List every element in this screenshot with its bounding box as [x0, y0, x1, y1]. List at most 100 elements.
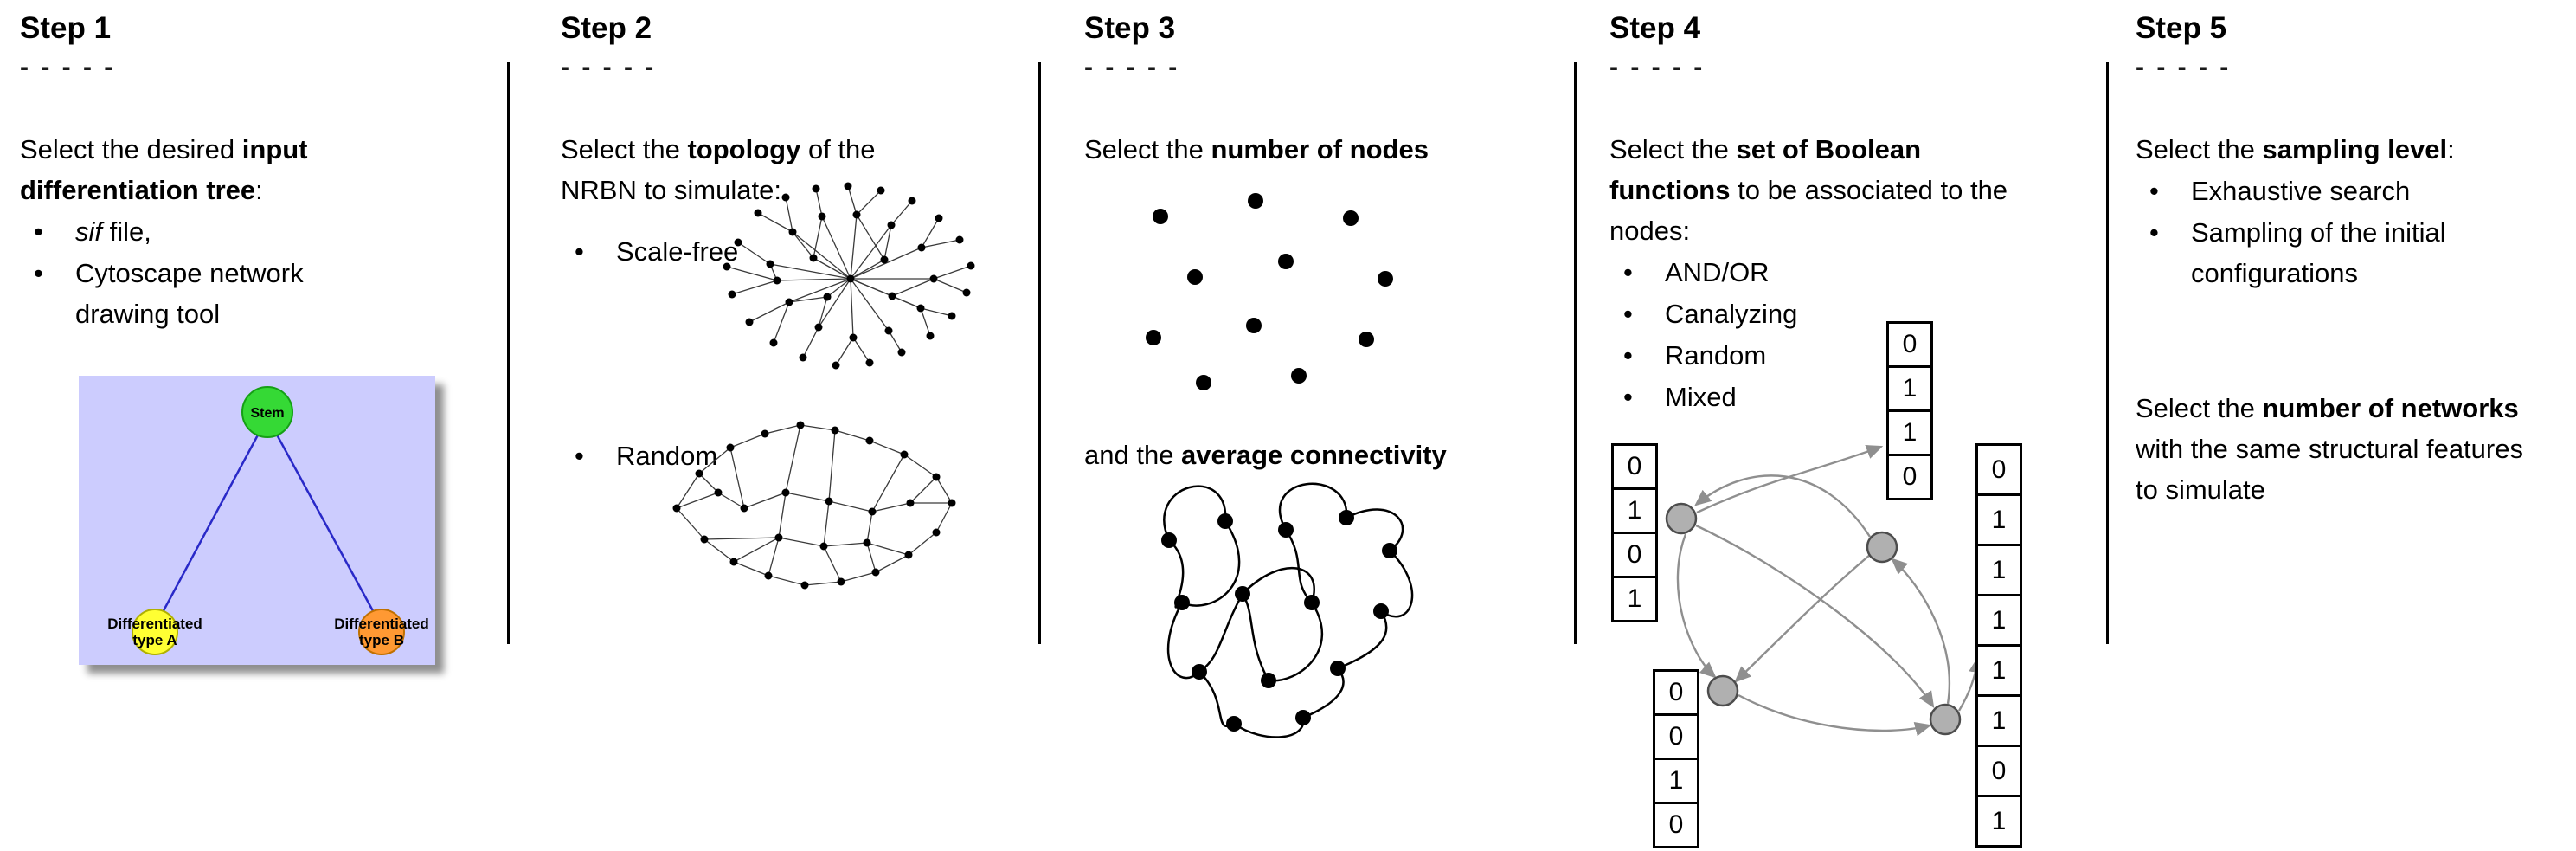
type-a-node [132, 609, 178, 655]
step-2-intro-bold: topology [687, 133, 801, 164]
edge-arrow [1891, 558, 1950, 705]
step-2-intro-post: of the NRBN to simulate: [561, 133, 876, 205]
step-1-bullet-sif-italic: sif [75, 216, 102, 247]
step-3-connectivity-bold: average connectivity [1181, 440, 1447, 470]
network-node [1706, 674, 1739, 707]
step-2-intro-pre: Select the [561, 133, 688, 164]
connectivity-network-graphic [1161, 482, 1414, 738]
step-4-bullet-and-or: AND/OR [1609, 252, 2090, 293]
step-5-intro-post: : [2447, 133, 2455, 164]
step-5-intro-pre: Select the [2136, 133, 2263, 164]
step-4-dashes: - - - - - [1609, 52, 1706, 81]
step-3-connectivity-text: and the average connectivity [1084, 435, 1447, 475]
edge-arrow [1695, 524, 1935, 709]
edge-arrow [1696, 445, 1884, 514]
type-a-label-line2: type A [132, 632, 177, 648]
step-4-intro-bold: set of Boolean functions [1609, 133, 1922, 205]
step-5-intro: Select the sampling level: [2136, 129, 2573, 170]
type-a-label-line1: Differentiated [107, 616, 202, 632]
step-2-bullet-scale-free-label: Scale-free [616, 236, 739, 267]
step-1-intro-post: : [255, 174, 263, 205]
step-2-bullet-scale-free: Scale-free [561, 231, 738, 272]
step-1-intro-pre: Select the desired [20, 133, 242, 164]
step-5-networks-text: Select the number of networks with the s… [2136, 388, 2529, 510]
edge-arrow [1738, 693, 1932, 737]
edge-arrow [1734, 554, 1871, 683]
nodes-dots-graphic [1146, 193, 1393, 390]
step-4-intro-post: to be associated to the nodes: [1609, 174, 2008, 246]
truth-table-cell: 0 [1886, 454, 1933, 500]
step-3-connectivity-pre: and the [1084, 440, 1182, 470]
step-2-bullet-random-label: Random [616, 441, 718, 471]
step-4-intro-pre: Select the [1609, 133, 1737, 164]
type-b-node [358, 609, 405, 655]
type-b-label-line1: Differentiated [334, 616, 429, 632]
step-4-bullet-and-or-label: AND/OR [1665, 256, 1770, 287]
step-2-intro: Select the topology of the NRBN to simul… [561, 129, 941, 210]
column-divider-2 [1038, 62, 1041, 644]
truth-table-cell: 1 [1975, 594, 2022, 647]
edge-arrow [1694, 474, 1872, 538]
step-1-bullet-cytoscape: Cytoscape network drawing tool [20, 253, 392, 334]
step-5-networks-pre: Select the [2136, 393, 2263, 423]
truth-table-cell: 0 [1611, 532, 1658, 578]
step-3-nodes-pre: Select the [1084, 133, 1211, 164]
truth-table-cell: 0 [1975, 745, 2022, 797]
step-1-column: Step 1 - - - - - Select the desired inpu… [20, 11, 487, 851]
step-4-bullet-canalyzing-label: Canalyzing [1665, 298, 1798, 329]
boolean-functions-network-graphic: 0 1 1 0 0 1 0 1 0 0 1 0 0 1 1 1 [1609, 303, 2090, 851]
step-5-bullet-exhaustive: Exhaustive search [2136, 171, 2573, 211]
step-4-intro: Select the set of Boolean functions to b… [1609, 129, 2020, 251]
step-1-bullet-sif-file: sif file, [20, 211, 392, 252]
truth-table-cell: 1 [1611, 487, 1658, 534]
truth-table-cell: 1 [1975, 544, 2022, 596]
network-node [1929, 703, 1962, 736]
truth-table-cell: 1 [1886, 365, 1933, 412]
step-2-dashes: - - - - - [561, 52, 657, 81]
truth-table-cell: 1 [1653, 758, 1699, 804]
network-node [1866, 531, 1898, 564]
step-2-title: Step 2 [561, 11, 652, 45]
step-4-bullet-mixed: Mixed [1609, 377, 2090, 417]
step-4-column: Step 4 - - - - - Select the set of Boole… [1609, 11, 2090, 851]
stem-label: Stem [250, 406, 284, 421]
step-5-title: Step 5 [2136, 11, 2227, 45]
step-5-networks-bold: number of networks [2262, 393, 2519, 423]
edge-arrow [1676, 533, 1717, 679]
step-2-bullet-random: Random [561, 435, 717, 476]
step-1-intro-bold: input differentiation tree [20, 133, 308, 205]
step-5-dashes: - - - - - [2136, 52, 2232, 81]
stem-node [241, 386, 293, 438]
truth-table-bottom: 0 0 1 0 [1653, 669, 1699, 848]
step-5-bullet-sampling-label: Sampling of the initial configurations [2191, 216, 2446, 288]
step-3-nodes-bold: number of nodes [1211, 133, 1429, 164]
truth-table-cell: 0 [1653, 802, 1699, 848]
step-2-column: Step 2 - - - - - Select the topology of … [561, 11, 1019, 851]
step-5-networks-post: with the same structural features to sim… [2136, 434, 2523, 505]
step-4-bullet-random: Random [1609, 335, 2090, 376]
step-1-bullet-sif-rest: file, [102, 216, 151, 247]
step-4-title: Step 4 [1609, 11, 1701, 45]
step-3-dashes: - - - - - [1084, 52, 1180, 81]
step-5-bullet-exhaustive-label: Exhaustive search [2191, 175, 2411, 206]
tree-edge-right [266, 416, 383, 628]
truth-table-cell: 0 [1886, 321, 1933, 368]
column-divider-3 [1574, 62, 1577, 644]
step-3-nodes-text: Select the number of nodes [1084, 129, 1556, 170]
truth-table-cell: 0 [1611, 443, 1658, 490]
truth-table-cell: 1 [1611, 576, 1658, 622]
type-b-label-line2: type B [359, 632, 404, 648]
step-5-intro-bold: sampling level [2262, 133, 2448, 164]
step-3-title: Step 3 [1084, 11, 1176, 45]
network-node [1665, 502, 1698, 535]
truth-table-cell: 1 [1975, 795, 2022, 848]
random-network-graphic [672, 421, 956, 590]
truth-table-left: 0 1 0 1 [1611, 443, 1658, 622]
tree-edge-left [153, 416, 269, 628]
truth-table-cell: 1 [1975, 694, 2022, 747]
truth-table-cell: 1 [1975, 493, 2022, 546]
step-5-column: Step 5 - - - - - Select the sampling lev… [2136, 11, 2573, 851]
column-divider-1 [507, 62, 510, 644]
step-4-bullet-random-label: Random [1665, 339, 1767, 371]
step-5-bullet-sampling: Sampling of the initial configurations [2136, 212, 2563, 293]
